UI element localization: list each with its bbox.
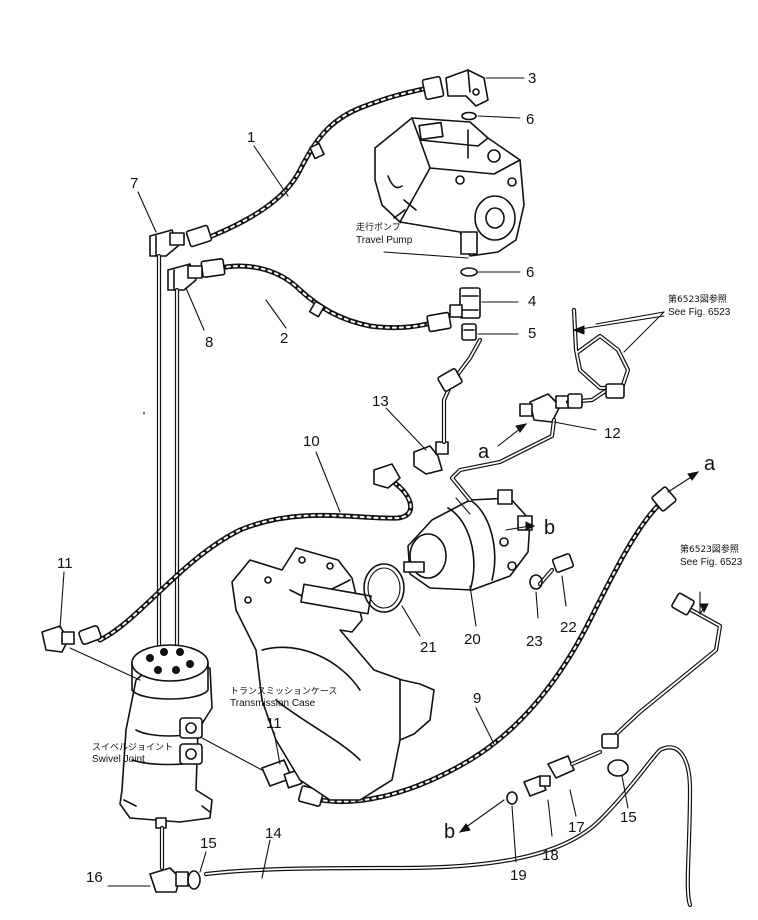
o-ring-19: [506, 791, 518, 805]
caption-travel-pump-jp: 走行ポンプ: [356, 221, 401, 233]
connection-letter-a-right: a: [704, 453, 716, 475]
washer-23: [529, 574, 543, 590]
hose-14: [203, 745, 693, 908]
gear-pump-20: [403, 489, 533, 591]
caption-transmission-case-jp: トランスミッションケース: [230, 686, 337, 697]
part-label-14: 14: [265, 825, 282, 842]
part-label-4: 4: [528, 293, 536, 310]
part-label-15-right: 15: [620, 809, 637, 826]
part-label-2: 2: [280, 330, 288, 347]
clamp-15-lower: [187, 870, 201, 890]
connection-letter-b-bottom: b: [444, 821, 455, 843]
caption-see-fig-top-en: See Fig. 6523: [668, 307, 731, 318]
part-label-5: 5: [528, 325, 536, 342]
plug-5: [461, 323, 477, 341]
part-label-15-lower: 15: [200, 835, 217, 852]
part-label-22: 22: [560, 619, 577, 636]
part-label-12: 12: [604, 425, 621, 442]
part-label-16: 16: [86, 869, 103, 886]
tee-fitting-12: [519, 393, 571, 423]
elbow-fitting-7: [149, 229, 185, 257]
hose-10: [78, 463, 413, 645]
tee-fitting-4: [449, 287, 481, 319]
part-label-6-lower: 6: [526, 264, 534, 281]
connection-letters: a a b b: [444, 441, 716, 843]
connection-letter-a-center: a: [478, 441, 490, 463]
connection-letter-b-right: b: [544, 517, 555, 539]
tee-fitting-13: [413, 441, 449, 475]
pipe-from-fitting-5: [437, 337, 483, 445]
caption-see-fig-right-jp: 第6523図参照: [680, 543, 739, 555]
pipe-right-see-fig: [601, 592, 723, 749]
fitting-18: [523, 775, 551, 797]
caption-swivel-joint-jp: スイベルジョイント: [92, 743, 173, 753]
travel-pump: [374, 117, 525, 257]
hose-9: [297, 486, 677, 807]
elbow-fitting-3: [445, 69, 489, 107]
fitting-17: [547, 749, 603, 779]
part-label-19: 19: [510, 867, 527, 884]
part-label-23: 23: [526, 633, 543, 650]
caption-transmission-case-en: Transmission Case: [230, 698, 316, 709]
o-ring-6-lower: [460, 267, 478, 277]
part-label-7: 7: [130, 175, 138, 192]
elbow-fitting-16: [149, 825, 189, 893]
caption-swivel-joint-en: Swivel Joint: [92, 754, 145, 765]
part-label-21: 21: [420, 639, 437, 656]
part-number-labels: 1 2 3 4 5 6 6 7 8 9 10 11 11 12 13 14 15…: [57, 70, 637, 886]
elbow-fitting-8: [167, 263, 203, 291]
part-label-3: 3: [528, 70, 536, 87]
transmission-case: [231, 547, 435, 801]
o-ring-21-inner: [367, 567, 401, 609]
swivel-joint: [119, 644, 213, 829]
captions: 走行ポンプ Travel Pump 第6523図参照 See Fig. 6523…: [92, 221, 743, 765]
part-label-9: 9: [473, 690, 481, 707]
hose-1: [185, 75, 445, 248]
part-label-18: 18: [542, 847, 559, 864]
caption-see-fig-top-jp: 第6523図参照: [668, 293, 727, 305]
pipe-top-right: [565, 307, 631, 409]
caption-travel-pump-en: Travel Pump: [356, 235, 413, 246]
arrows: [458, 315, 709, 833]
part-label-11-center: 11: [266, 715, 282, 732]
o-ring-6-upper: [461, 111, 477, 121]
part-label-13: 13: [372, 393, 389, 410]
connector-11-left: [41, 625, 75, 653]
part-label-8: 8: [205, 334, 213, 351]
connector-11-center: [261, 759, 303, 789]
bolt-22: [537, 553, 575, 587]
part-label-17: 17: [568, 819, 585, 836]
part-label-1: 1: [247, 129, 255, 146]
part-label-20: 20: [464, 631, 481, 648]
part-label-11-left: 11: [57, 555, 73, 572]
caption-see-fig-right-en: See Fig. 6523: [680, 557, 743, 568]
part-label-6-upper: 6: [526, 111, 534, 128]
pipe-to-pump-20: [449, 417, 557, 503]
part-label-10: 10: [303, 433, 320, 450]
clamp-15-right: [607, 759, 629, 777]
o-ring-21: [363, 563, 405, 613]
leader-lines: [59, 77, 701, 887]
hose-2: [200, 258, 452, 333]
